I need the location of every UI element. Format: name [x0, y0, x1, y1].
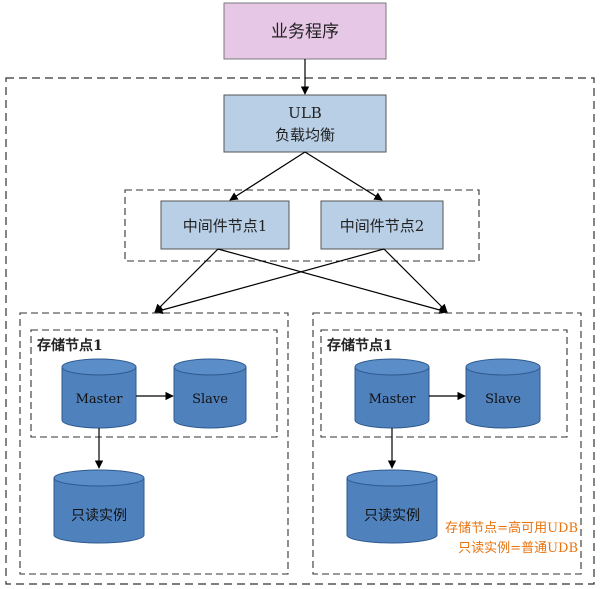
slave-db-1-label: Slave — [192, 392, 228, 407]
middleware-node-1-label: 中间件节点1 — [183, 217, 268, 235]
readonly-db-2: 只读实例 — [346, 469, 438, 544]
ulb-label-line2: 负载均衡 — [275, 126, 335, 144]
storage-node-2-label: 存储节点1 — [327, 337, 393, 354]
storage-node-1-label: 存储节点1 — [37, 337, 103, 354]
slave-db-2: Slave — [465, 358, 541, 429]
outer-container — [5, 77, 595, 585]
storage-group-1 — [19, 312, 289, 575]
readonly-db-1-label: 只读实例 — [71, 507, 127, 524]
readonly-db-1: 只读实例 — [53, 469, 145, 544]
master-db-2: Master — [354, 358, 430, 429]
legend-line-1: 存储节点=高可用UDB — [445, 520, 578, 536]
master-db-1: Master — [61, 358, 137, 429]
arrow-mw1-to-storage1 — [154, 248, 219, 313]
ulb-box: ULB 负载均衡 — [223, 94, 387, 153]
master-db-2-label: Master — [369, 392, 417, 407]
ulb-label-line1: ULB — [288, 104, 322, 122]
arrow-mw2-to-storage1 — [154, 248, 385, 315]
legend-line-2: 只读实例=普通UDB — [458, 541, 578, 556]
app-box-label: 业务程序 — [271, 22, 339, 42]
arrow-mw2-to-storage2 — [383, 248, 448, 313]
arrow-ulb-to-mw1 — [229, 151, 306, 201]
middleware-group — [124, 189, 480, 262]
middleware-node-2: 中间件节点2 — [320, 200, 444, 250]
slave-db-1: Slave — [173, 358, 247, 429]
arrow-ulb-to-mw2 — [304, 151, 383, 201]
storage-group-2 — [312, 312, 582, 575]
middleware-node-1: 中间件节点1 — [160, 200, 290, 250]
slave-db-2-label: Slave — [485, 392, 521, 407]
storage-node-2-box — [320, 329, 568, 438]
storage-node-1-box — [30, 329, 278, 438]
arrow-mw1-to-storage2 — [217, 248, 448, 315]
app-box: 业务程序 — [223, 2, 387, 60]
middleware-node-2-label: 中间件节点2 — [340, 217, 425, 235]
master-db-1-label: Master — [76, 392, 124, 407]
readonly-db-2-label: 只读实例 — [364, 507, 420, 524]
